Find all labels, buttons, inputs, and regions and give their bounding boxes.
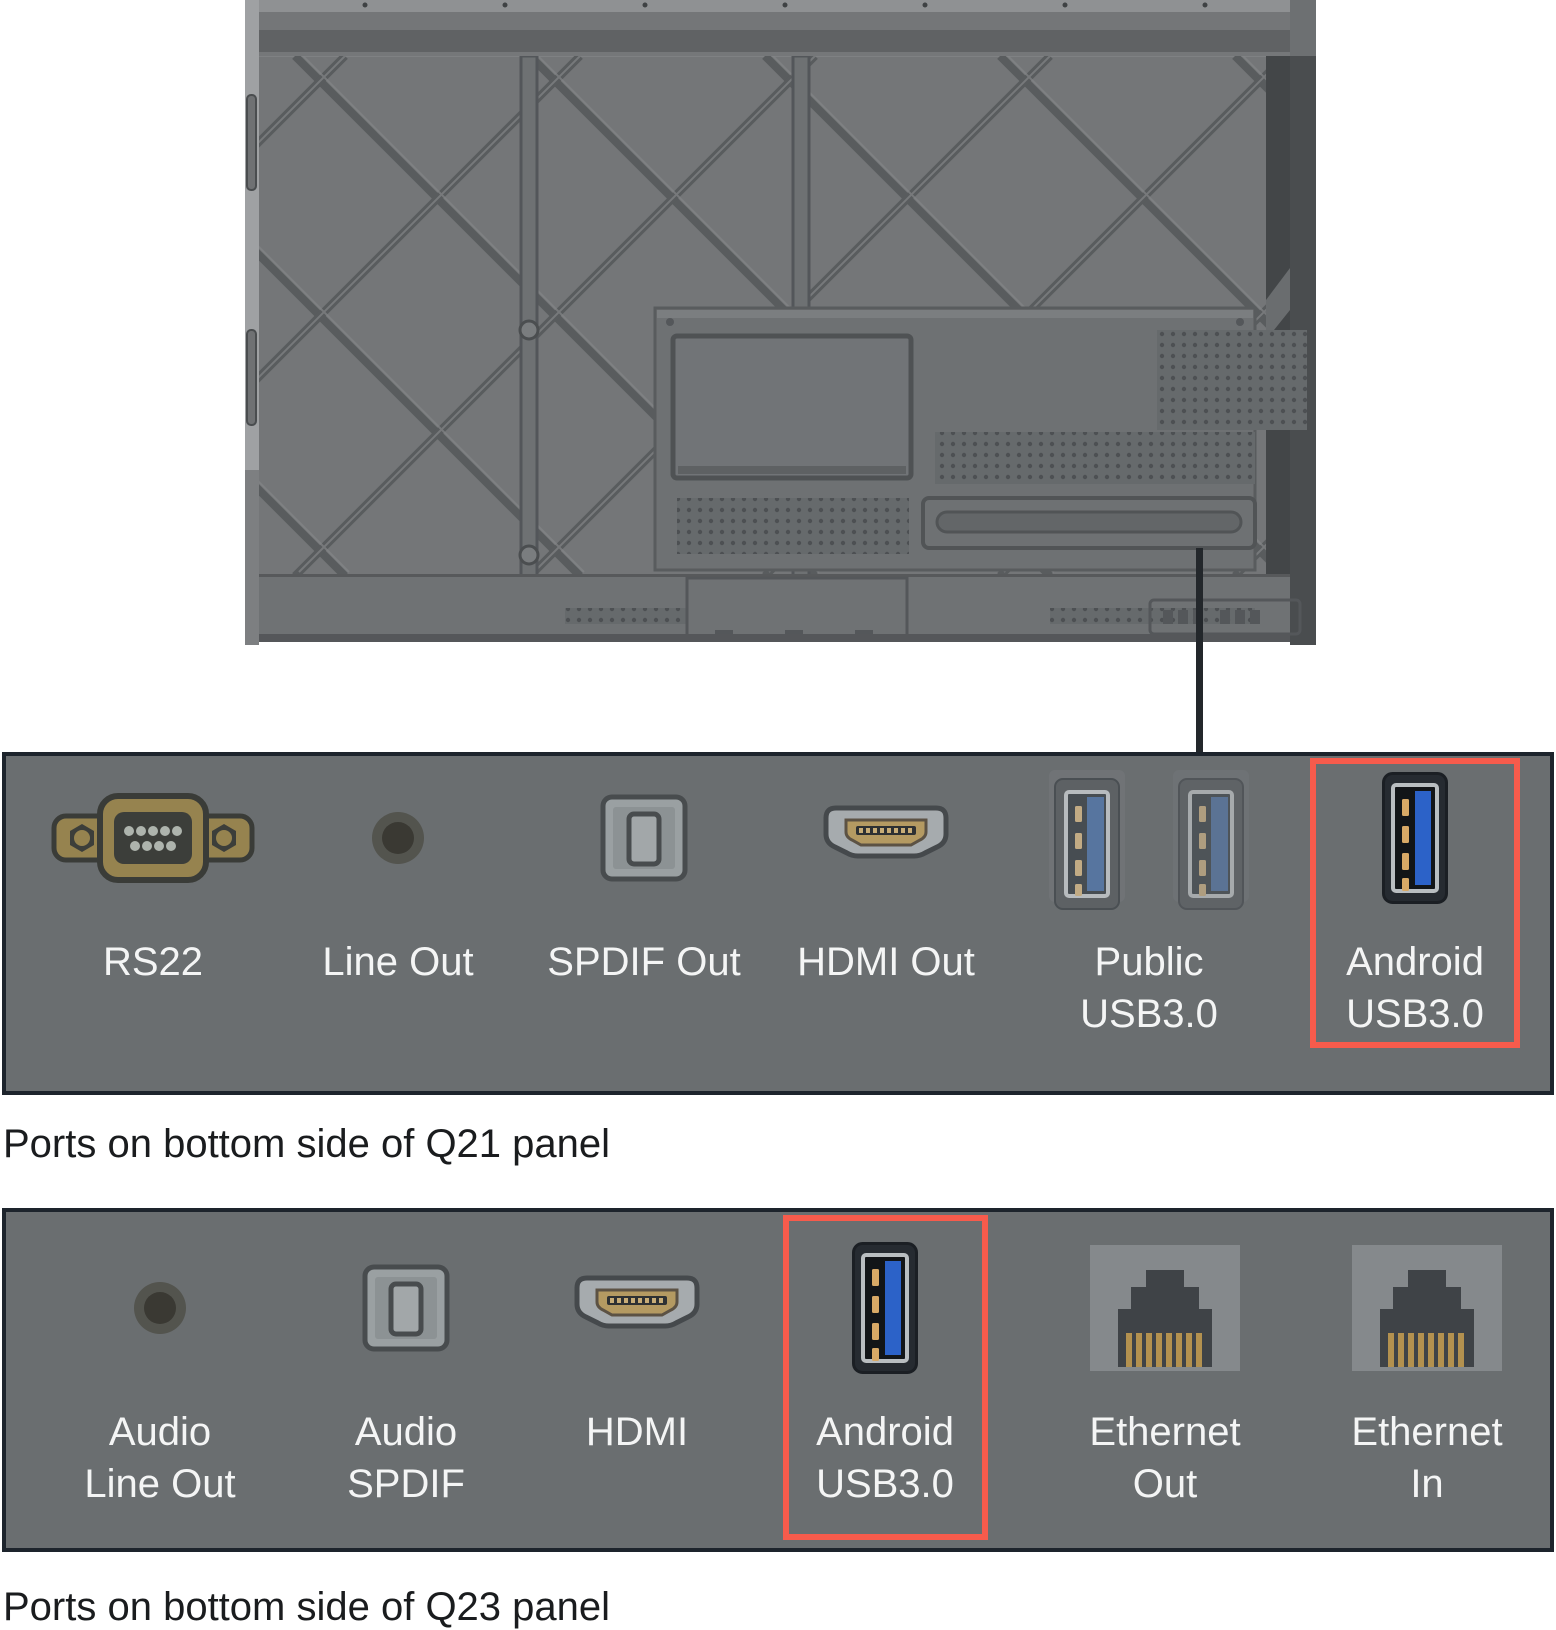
port-label-line2: USB3.0	[1080, 992, 1218, 1036]
highlight-box-android-usb-q23	[783, 1215, 988, 1540]
toslink-icon	[362, 1264, 450, 1357]
port-hdmi-out: HDMI Out	[756, 756, 1016, 1091]
port-spdif-out: SPDIF Out	[514, 756, 774, 1091]
display-back-photo	[245, 0, 1316, 645]
highlight-box-android-usb-q21	[1310, 758, 1520, 1048]
db9-serial-icon	[48, 788, 258, 893]
port-line-out: Line Out	[268, 756, 528, 1091]
port-label-line2: Out	[1132, 1462, 1198, 1506]
port-label: Audio	[354, 1410, 458, 1454]
port-label: HDMI	[585, 1410, 689, 1454]
port-label-line2: Line Out	[84, 1462, 236, 1506]
port-label-line2: In	[1410, 1462, 1444, 1506]
port-label: Audio	[108, 1410, 212, 1454]
usb-a-icon	[852, 1241, 918, 1379]
port-label: Android	[1346, 940, 1484, 984]
audio-jack-icon	[132, 1280, 188, 1341]
port-label: Public	[1094, 940, 1204, 984]
rj45-icon	[1352, 1244, 1502, 1376]
port-label-line2: SPDIF	[347, 1462, 465, 1506]
rj45-icon	[1090, 1244, 1240, 1376]
port-rs22: RS22	[23, 756, 283, 1091]
port-label: SPDIF Out	[547, 940, 741, 984]
callout-line	[1196, 548, 1203, 756]
port-label: HDMI Out	[797, 940, 975, 984]
port-label: Android	[816, 1410, 954, 1454]
usb-a-double-icon	[1049, 770, 1249, 910]
hdmi-icon	[820, 802, 952, 879]
port-label: Line Out	[322, 940, 474, 984]
display-back-illustration	[245, 0, 1316, 645]
caption-q23: Ports on bottom side of Q23 panel	[3, 1585, 611, 1629]
caption-q21: Ports on bottom side of Q21 panel	[3, 1122, 611, 1166]
audio-jack-icon	[370, 810, 426, 871]
port-label-line2: USB3.0	[816, 1462, 954, 1506]
port-label: RS22	[102, 940, 204, 984]
port-label: Ethernet	[1089, 1410, 1241, 1454]
ports-panel-q21: RS22 Line Out SPDIF Out	[2, 752, 1554, 1095]
port-label: Ethernet	[1351, 1410, 1503, 1454]
usb-a-icon	[1382, 771, 1448, 909]
port-hdmi: HDMI	[507, 1212, 767, 1548]
port-label-line2: USB3.0	[1346, 992, 1484, 1036]
hdmi-icon	[571, 1272, 703, 1349]
toslink-icon	[600, 794, 688, 887]
